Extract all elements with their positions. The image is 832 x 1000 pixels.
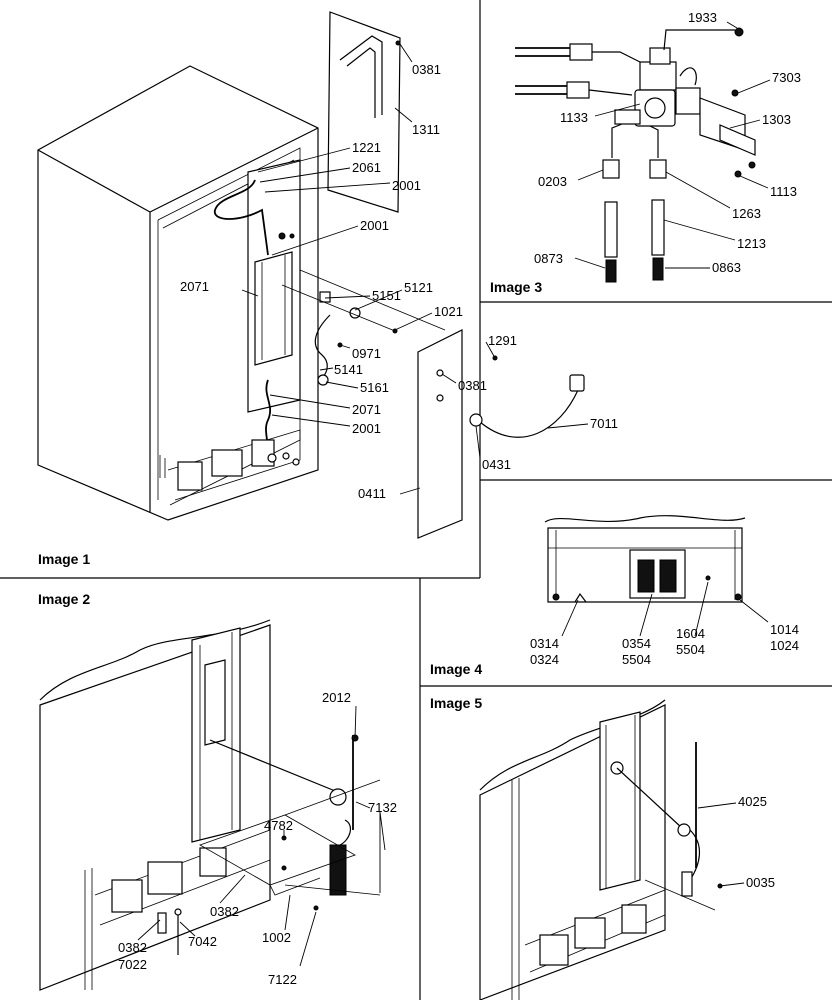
image4-leaders [561,581,769,637]
label-2061: 2061 [352,160,381,175]
image3-leaders [574,21,771,269]
panel-label-image3: Image 3 [490,279,542,295]
label-7303: 7303 [772,70,801,85]
image5-leaders [697,802,745,887]
label-1933: 1933 [688,10,717,25]
label-1113: 1113 [770,184,797,199]
image2-rear-detail [39,619,381,991]
label-0354: 0354 [622,636,651,651]
label-5161: 5161 [360,380,389,395]
label-1221: 1221 [352,140,381,155]
label-0382-right: 0382 [210,904,239,919]
label-7122: 7122 [268,972,297,987]
label-5141: 5141 [334,362,363,377]
image4-part-labels: 0314 0324 0354 5504 1604 5504 1014 1024 … [430,622,799,677]
label-4782: 4782 [264,818,293,833]
image1-refrigerator [37,11,585,539]
image5-rear-detail [479,699,723,1000]
label-1213: 1213 [737,236,766,251]
panel-label-image1: Image 1 [38,551,90,567]
label-2071-upper: 2071 [180,279,209,294]
label-5504-a: 5504 [622,652,651,667]
label-2001-lower: 2001 [352,421,381,436]
image4-bottom-view [544,515,746,603]
label-0381-top: 0381 [412,62,441,77]
panel-label-image4: Image 4 [430,661,482,677]
label-0381-lower: 0381 [458,378,487,393]
label-5504-b: 5504 [676,642,705,657]
image1-part-labels: 0381 1311 1221 2061 2001 2001 2071 5151 … [38,62,618,567]
image5-part-labels: Image 5 4025 0035 [430,695,775,890]
panel-label-image5: Image 5 [430,695,482,711]
image2-part-labels: Image 2 2012 7132 4782 0382 0382 7022 70… [38,591,397,987]
label-7132: 7132 [368,800,397,815]
label-0411: 0411 [358,486,386,501]
label-1303: 1303 [762,112,791,127]
label-1263: 1263 [732,206,761,221]
image1-leaders [241,43,589,495]
label-7042: 7042 [188,934,217,949]
label-2001-middle: 2001 [360,218,389,233]
label-2001-upper: 2001 [392,178,421,193]
image2-leaders [137,705,386,967]
label-5151: 5151 [372,288,401,303]
label-1002: 1002 [262,930,291,945]
image3-water-valve [515,27,756,283]
label-0314: 0314 [530,636,559,651]
panel-label-image2: Image 2 [38,591,90,607]
label-2012: 2012 [322,690,351,705]
label-0873: 0873 [534,251,563,266]
label-7022: 7022 [118,957,147,972]
label-0324: 0324 [530,652,559,667]
label-0431: 0431 [482,457,511,472]
label-0203: 0203 [538,174,567,189]
label-1014: 1014 [770,622,799,637]
label-5121: 5121 [404,280,433,295]
label-0863: 0863 [712,260,741,275]
label-0035: 0035 [746,875,775,890]
label-1024: 1024 [770,638,799,653]
label-1311: 1311 [412,122,440,137]
label-2071-lower: 2071 [352,402,381,417]
label-0971: 0971 [352,346,381,361]
label-1604: 1604 [676,626,705,641]
label-7011: 7011 [590,416,618,431]
label-4025: 4025 [738,794,767,809]
label-0382-left: 0382 [118,940,147,955]
label-1291: 1291 [488,333,517,348]
image3-part-labels: 1933 7303 1133 1303 0203 1113 1263 1213 … [490,10,801,295]
label-1021: 1021 [434,304,463,319]
label-1133: 1133 [560,110,588,125]
